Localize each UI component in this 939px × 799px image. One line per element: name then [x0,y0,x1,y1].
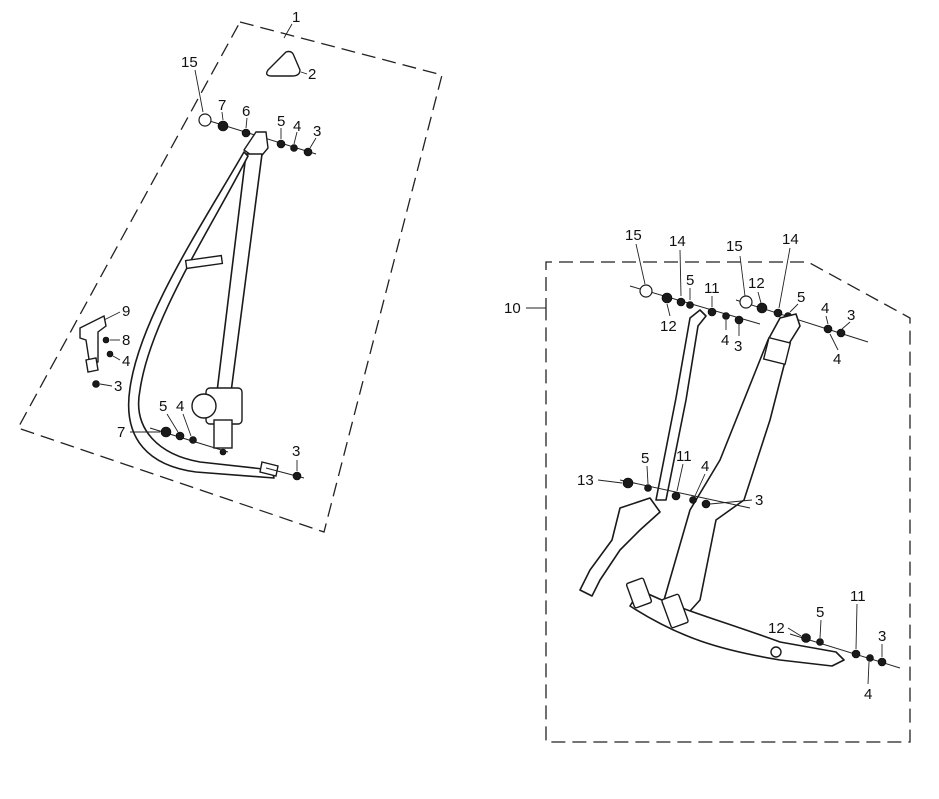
label-part-5-b: 5 [797,289,805,306]
label-part-8: 8 [122,332,130,349]
nut-part-3-a [734,315,744,325]
washer-part-4-a [722,312,730,320]
label-part-3-b: 3 [847,307,855,324]
washer-part-11-a [707,307,717,317]
label-part-12-b: 12 [748,275,765,292]
label-part-7-top: 7 [218,97,226,114]
label-part-15-b: 15 [726,238,743,255]
label-part-5-a: 5 [686,272,694,289]
washer-part-4-top [290,144,298,152]
spacer-part-6 [241,128,251,138]
nut-part-3-low-right [877,657,887,667]
nut-part-3-top [303,147,313,157]
shoulder-strap-left [655,309,707,501]
label-group-1: 1 [292,9,300,26]
cover-cap-part-2 [265,50,301,77]
label-part-4-top: 4 [293,118,301,135]
label-part-5-low: 5 [159,398,167,415]
washer-part-12-b [756,302,768,314]
washer-part-4-bracket [106,350,114,358]
label-part-5-mid: 5 [641,450,649,467]
label-part-12-low: 12 [768,620,785,637]
label-part-2: 2 [308,66,316,83]
nut-part-3-b [836,328,846,338]
label-part-4-low: 4 [864,686,872,703]
left-assembly: 1 2 15 7 6 5 4 3 9 8 4 3 7 5 4 3 [17,9,443,533]
buckle-bracket-foot [85,357,99,373]
label-part-3-mid: 3 [755,492,763,509]
left-assembly-frame [17,21,443,533]
right-callout-leaders [597,243,883,685]
lap-belt-clip [770,646,782,658]
label-part-4-b-top: 4 [821,300,829,317]
webbing-adjuster [762,336,792,366]
bolt-part-13 [622,477,634,489]
label-part-4-mid: 4 [701,458,709,475]
washer-part-11-mid [671,491,681,501]
label-part-7-low: 7 [117,424,125,441]
bolt-part-15-b [739,295,753,309]
bolt-part-7-top [217,120,229,132]
label-part-3-low: 3 [878,628,886,645]
label-part-14-a: 14 [669,233,686,250]
label-part-12-a: 12 [660,318,677,335]
right-callout-labels: 10 15 14 5 12 11 4 3 15 12 14 5 4 3 4 13… [504,227,886,703]
lap-belt-webbing [127,151,275,479]
bolt-part-8 [102,336,110,344]
lap-belt-left [579,497,661,597]
label-part-13: 13 [577,472,594,489]
washer-part-4-b [823,324,833,334]
label-part-4-bracket: 4 [122,353,130,370]
washer-part-14-b [773,308,783,318]
washer-part-11-low [851,649,861,659]
washer-part-4-low [866,654,874,662]
label-part-3-low: 3 [292,443,300,460]
washer-part-4-mid [689,496,697,504]
washer-part-5-top [276,139,286,149]
label-group-10: 10 [504,300,521,317]
washer-part-12-a [661,292,673,304]
label-part-5-top: 5 [277,113,285,130]
right-assembly-frame [545,261,911,743]
label-part-15-a: 15 [625,227,642,244]
label-part-4-b-low: 4 [833,351,841,368]
left-callout-labels: 1 2 15 7 6 5 4 3 9 8 4 3 7 5 4 3 [114,9,321,460]
washer-part-14-a [676,297,686,307]
nut-part-3-mid [701,499,711,509]
washer-part-5-a [686,301,694,309]
belt-guide-loop [184,254,224,270]
retractor-unit [191,387,243,456]
bolt-part-12-low [801,633,811,643]
washer-part-4-low [189,436,197,444]
label-part-3-a: 3 [734,338,742,355]
mid-axis [619,479,751,509]
label-part-4-a: 4 [721,332,729,349]
washer-part-5-low [816,638,824,646]
label-part-15: 15 [181,54,198,71]
washer-part-5-mid [644,484,652,492]
right-assembly: 10 15 14 5 12 11 4 3 15 12 14 5 4 3 4 13… [504,227,911,743]
label-part-11-low: 11 [850,588,866,605]
label-part-11-a: 11 [704,280,720,297]
label-part-3-top: 3 [313,123,321,140]
label-part-4-low: 4 [176,398,184,415]
belt-buckle [625,577,689,629]
bolt-part-15-a [639,284,653,298]
nut-part-3-low [292,471,302,481]
left-callout-leaders [99,23,317,471]
label-part-14-b: 14 [782,231,799,248]
label-part-11-mid: 11 [676,448,692,465]
washer-part-5-low [175,431,185,441]
label-part-6: 6 [242,103,250,120]
bolt-part-7-low [160,426,172,438]
bolt-part-15 [198,113,212,127]
nut-part-3-bracket [92,380,100,388]
shoulder-strap-right [663,313,801,621]
label-part-5-low: 5 [816,604,824,621]
label-part-3-bracket: 3 [114,378,122,395]
label-part-9: 9 [122,303,130,320]
